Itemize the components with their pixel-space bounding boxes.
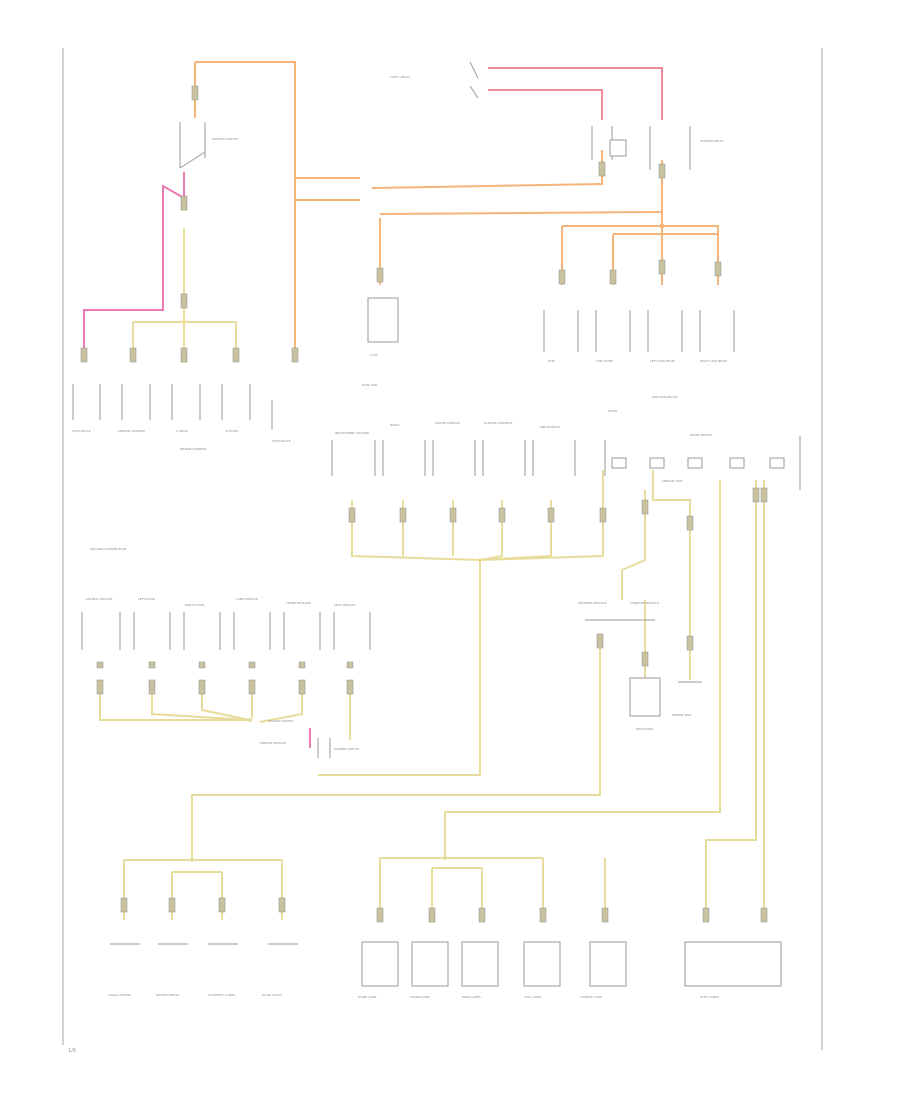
red-wire-group: [488, 67, 663, 120]
component-row-1: FUSE BLOCK SENSOR GROUND L HOOD R HOOD E…: [72, 384, 292, 451]
svg-text:IGNITION SWITCH: IGNITION SWITCH: [212, 137, 238, 141]
svg-text:SUNROOF MODULE: SUNROOF MODULE: [630, 601, 659, 605]
connector-row-lower-left: [96, 661, 354, 695]
svg-text:C105: C105: [370, 353, 378, 357]
component-row-5: ANTENNA MODULE SUNROOF MODULE DEFOGGER P…: [578, 601, 702, 731]
junction-dots: [182, 223, 665, 862]
svg-text:LEFT DOOR: LEFT DOOR: [138, 597, 155, 601]
component-row-bottom-middle: DOME LAMP TRUNK LAMP PARK LAMPS TAIL LAM…: [358, 941, 782, 999]
component-row-bottom-left: CIGAR LIGHTER KEYLESS ENTRY COURTESY LAM…: [108, 993, 282, 997]
orange-wire-group: [194, 61, 719, 360]
svg-text:CRUISE MODULE: CRUISE MODULE: [435, 421, 460, 425]
svg-text:STARTER RELAY: STARTER RELAY: [700, 139, 724, 143]
fuse-switch-top: FUSE / RELAY: [390, 61, 479, 99]
svg-text:TAIL LAMPS: TAIL LAMPS: [523, 995, 541, 999]
svg-text:L HOOD: L HOOD: [176, 429, 189, 433]
svg-text:DIMMER SWITCH: DIMMER SWITCH: [334, 747, 359, 751]
svg-text:TRUNK RELEASE: TRUNK RELEASE: [285, 601, 311, 605]
svg-text:INSTRUMENT CLUSTER: INSTRUMENT CLUSTER: [335, 431, 369, 435]
ignition-switch: IGNITION SWITCH: [179, 122, 238, 169]
junction-block-right: HORN WIPER MOTOR SENSOR UNIT: [604, 409, 801, 490]
fuse-relay: [649, 126, 691, 170]
svg-text:CLIMATE CONTROL: CLIMATE CONTROL: [484, 421, 513, 425]
connector-row-upper: [80, 85, 722, 363]
svg-text:HORN: HORN: [608, 409, 617, 413]
svg-text:DOME LAMP: DOME LAMP: [358, 995, 376, 999]
connector-row-bottom-left: [110, 897, 298, 945]
svg-text:ANTENNA MODULE: ANTENNA MODULE: [578, 601, 607, 605]
svg-text:DOOR LOCKS: DOOR LOCKS: [262, 993, 282, 997]
svg-text:ENGINE HARNESS: ENGINE HARNESS: [180, 447, 207, 451]
svg-text:STOP LAMPS: STOP LAMPS: [700, 995, 719, 999]
svg-text:RIGHT LOW BEAM: RIGHT LOW BEAM: [700, 359, 727, 363]
pink-wire-group: [83, 172, 311, 748]
svg-text:ABS MODULE: ABS MODULE: [540, 425, 560, 429]
svg-text:FUSE / RELAY: FUSE / RELAY: [390, 75, 410, 79]
svg-text:CIGAR LIGHTER: CIGAR LIGHTER: [108, 993, 131, 997]
svg-text:JUNCTION BLOCK: JUNCTION BLOCK: [651, 395, 679, 399]
svg-text:PCM: PCM: [548, 359, 555, 363]
component-row-3: PCM FUEL PUMP LEFT LOW BEAM RIGHT LOW BE…: [543, 310, 735, 399]
svg-text:FUSE BLOCK: FUSE BLOCK: [72, 429, 92, 433]
svg-text:POWER SEAT: POWER SEAT: [672, 713, 692, 717]
svg-text:GROUND DISTRIBUTION: GROUND DISTRIBUTION: [90, 547, 126, 551]
svg-text:DATA LINK: DATA LINK: [362, 383, 378, 387]
svg-text:PARK LAMPS: PARK LAMPS: [462, 995, 481, 999]
svg-text:WIPER MOTOR: WIPER MOTOR: [690, 433, 712, 437]
svg-text:FUEL PUMP: FUEL PUMP: [596, 359, 613, 363]
connector-row-middle: [348, 487, 768, 531]
svg-text:MIRROR MODULE: MIRROR MODULE: [260, 741, 286, 745]
svg-text:R HOOD: R HOOD: [226, 429, 239, 433]
svg-text:AIR BAG MODULE: AIR BAG MODULE: [86, 597, 112, 601]
svg-text:LAMP MODULE: LAMP MODULE: [236, 597, 258, 601]
relay-box-1: C105: [367, 297, 399, 357]
svg-text:SENSOR GROUND: SENSOR GROUND: [118, 429, 146, 433]
connector-row-bottom-middle: [376, 907, 768, 923]
starter-relay: STARTER RELAY: [591, 126, 724, 160]
page-number: 1/6: [68, 1048, 76, 1054]
svg-text:DEFOGGER: DEFOGGER: [636, 727, 653, 731]
svg-text:LEFT LOW BEAM: LEFT LOW BEAM: [650, 359, 675, 363]
component-row-2: DATA LINK INSTRUMENT CLUSTER RADIO CRUIS…: [331, 383, 576, 476]
svg-text:HAZARD SWITCH: HAZARD SWITCH: [268, 719, 294, 723]
svg-text:SENSOR UNIT: SENSOR UNIT: [662, 479, 683, 483]
svg-text:RIGHT DOOR: RIGHT DOOR: [185, 603, 204, 607]
svg-text:TRUNK LAMP: TRUNK LAMP: [409, 995, 430, 999]
svg-text:COURTESY LAMPS: COURTESY LAMPS: [208, 993, 235, 997]
svg-text:LICENSE LAMP: LICENSE LAMP: [580, 995, 602, 999]
svg-text:SEAT MODULE: SEAT MODULE: [334, 603, 356, 607]
svg-text:FUSE BLOCK: FUSE BLOCK: [272, 439, 292, 443]
svg-text:KEYLESS ENTRY: KEYLESS ENTRY: [156, 993, 180, 997]
yellow-wire-group: [99, 228, 765, 920]
component-row-4: GROUND DISTRIBUTION AIR BAG MODULE LEFT …: [81, 547, 371, 650]
svg-text:RADIO: RADIO: [390, 423, 400, 427]
switch-cluster-lower: MIRROR MODULE DIMMER SWITCH HAZARD SWITC…: [260, 719, 359, 758]
